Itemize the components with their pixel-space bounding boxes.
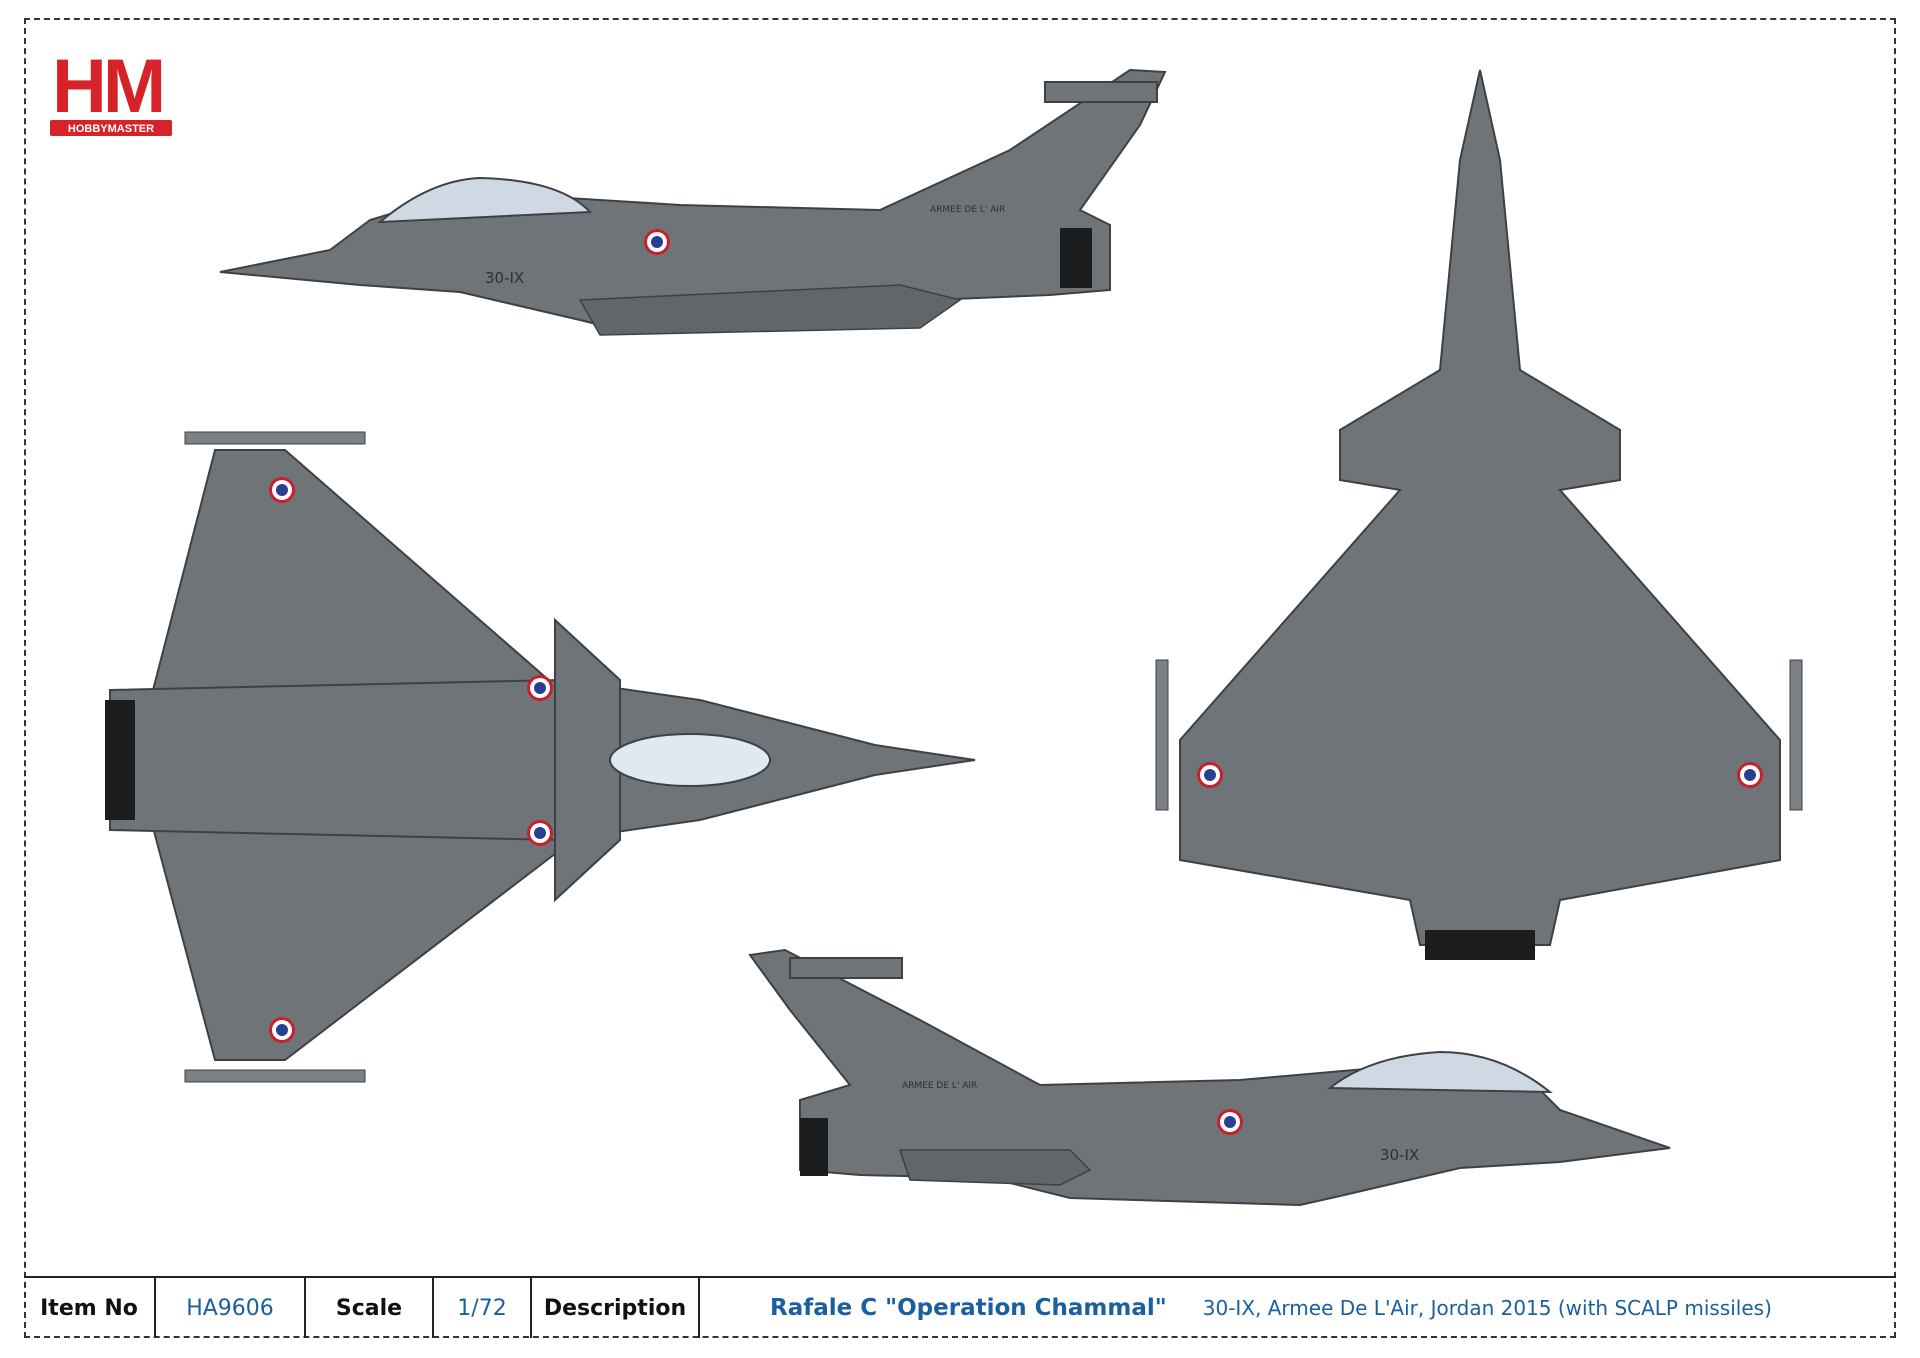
item-no-label: Item No: [24, 1278, 156, 1338]
description-title: Rafale C "Operation Chammal": [770, 1295, 1167, 1321]
plan-view-left: [105, 431, 976, 1083]
svg-text:HM: HM: [52, 44, 162, 129]
side-profile-right: 30-IX ARMEE DE L' AIR: [748, 948, 1671, 1207]
svg-text:HOBBYMASTER: HOBBYMASTER: [68, 123, 154, 135]
scale-value: 1/72: [434, 1278, 532, 1338]
scale-label: Scale: [306, 1278, 434, 1338]
side-service-1: ARMEE DE L' AIR: [930, 205, 1005, 215]
description-label: Description: [532, 1278, 700, 1338]
info-table: Item No HA9606 Scale 1/72 Description Ra…: [24, 1276, 1896, 1338]
item-no-value: HA9606: [156, 1278, 306, 1338]
hobbymaster-logo: HM HOBBYMASTER: [50, 44, 172, 136]
description-cell: Rafale C "Operation Chammal" 30-IX, Arme…: [700, 1278, 1896, 1338]
side-code-2: 30-IX: [1380, 1146, 1419, 1164]
side-profile-left: 30-IX ARMEE DE L' AIR: [219, 68, 1167, 336]
description-detail: 30-IX, Armee De L'Air, Jordan 2015 (with…: [1202, 1296, 1772, 1320]
side-code-1: 30-IX: [485, 269, 524, 287]
sheet-frame: [24, 18, 1896, 1338]
side-service-2: ARMEE DE L' AIR: [902, 1081, 977, 1091]
plan-view-right: [1155, 69, 1803, 960]
